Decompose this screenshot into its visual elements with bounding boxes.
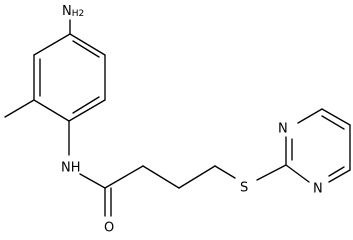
bond-pyr-inner-3 bbox=[328, 166, 345, 177]
pyrimidine-n-lower-label: N bbox=[313, 182, 323, 197]
bond-ring-c1-c2 bbox=[69, 33, 106, 56]
bond-pyr-c6-c5 bbox=[321, 108, 351, 126]
bond-chain-3 bbox=[178, 165, 216, 189]
amine-n: N bbox=[62, 4, 72, 19]
carbonyl-o-label: O bbox=[104, 221, 114, 236]
sulfur-label: S bbox=[240, 181, 248, 196]
bond-ring-c3-c4 bbox=[68, 99, 106, 122]
bond-n-carbonyl bbox=[79, 173, 106, 189]
bond-chain-1 bbox=[104, 165, 144, 189]
bond-pyr-n1-c6 bbox=[297, 108, 323, 124]
pyrimidine-ring bbox=[285, 108, 351, 183]
bond-pyr-n3-c2 bbox=[285, 164, 310, 183]
amine-h2: H2 bbox=[72, 9, 85, 19]
amine-label: NH2 bbox=[62, 4, 84, 20]
bond-ring-inner-1 bbox=[72, 40, 100, 58]
bond-methyl bbox=[4, 99, 35, 118]
amide-nh-label: NH bbox=[61, 161, 81, 176]
bond-chain-2 bbox=[142, 165, 180, 189]
bond-pyr-inner-2 bbox=[321, 115, 345, 130]
bond-chain-s bbox=[214, 165, 236, 179]
bond-ring-c4-c5 bbox=[33, 99, 70, 122]
pyrimidine-n-upper-label: N bbox=[278, 122, 288, 137]
bond-pyr-c4-n3 bbox=[328, 169, 351, 183]
bond-ring-c6-c1 bbox=[33, 33, 71, 56]
bond-s-pyrimidine bbox=[256, 164, 287, 181]
benzene-ring bbox=[33, 33, 106, 122]
bond-ring-inner-2 bbox=[72, 96, 100, 114]
